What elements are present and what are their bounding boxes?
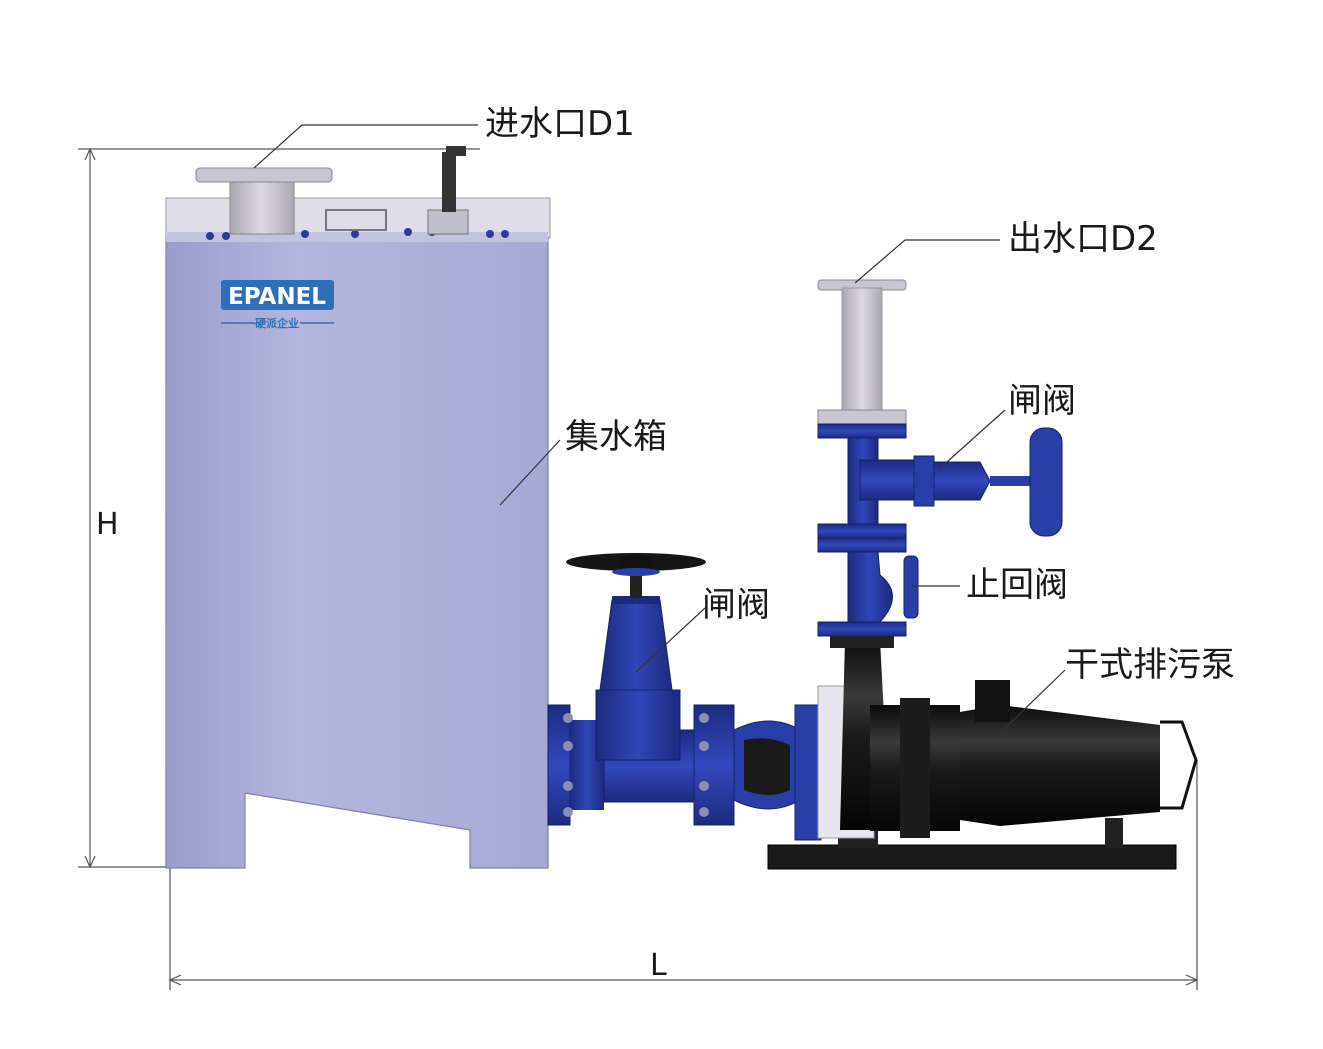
gate-valve-lower-label: 闸阀: [702, 585, 770, 625]
dry-sewage-pump: [767, 640, 1198, 870]
pipe-connector: [733, 720, 801, 810]
height-dimension-label: H: [96, 507, 119, 542]
pump-label: 干式排污泵: [1065, 645, 1235, 685]
tank-label: 集水箱: [565, 417, 667, 457]
suction-gate-valve: [547, 553, 735, 826]
dimension-lines: [78, 147, 1199, 990]
gate-valve-upper-label: 闸阀: [1008, 381, 1076, 421]
logo-subtitle: 硬派企业: [255, 316, 299, 330]
length-dimension-label: L: [650, 948, 667, 983]
outlet-label: 出水口D2: [1008, 219, 1158, 259]
discharge-assembly: [817, 279, 1063, 648]
check-valve-label: 止回阀: [966, 565, 1068, 605]
leader-lines: [253, 124, 1066, 734]
collection-tank: EPANEL 硬派企业: [165, 146, 551, 869]
logo-brand: EPANEL: [228, 284, 326, 310]
inlet-label: 进水口D1: [485, 104, 635, 144]
